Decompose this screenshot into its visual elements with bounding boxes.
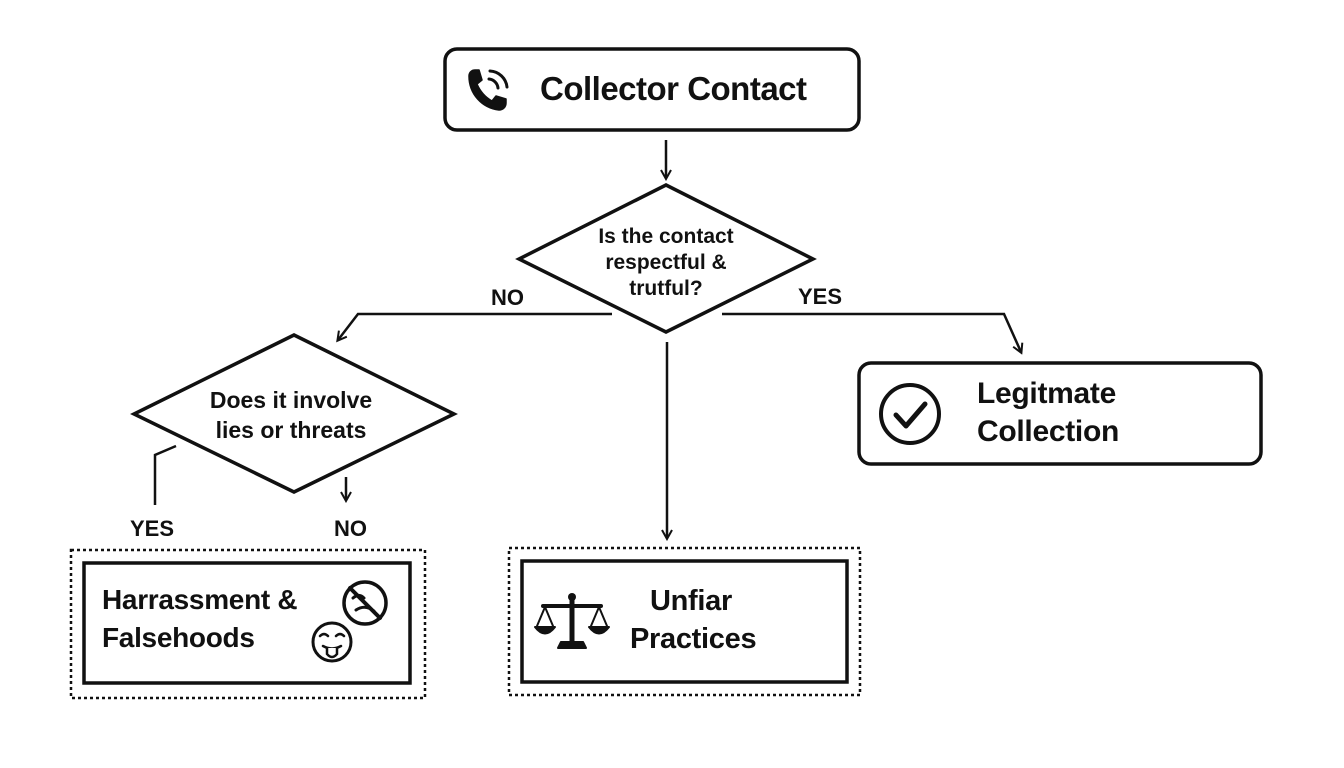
start-node-box: [443, 47, 861, 132]
unfair-node-box: [507, 546, 862, 697]
main-decision-question: Is the contact respectful & trutful?: [566, 224, 766, 302]
sub-question-line-1: Does it involve: [209, 387, 373, 413]
main-decision-diamond: [515, 183, 817, 334]
sub-question-line-2: lies or threats: [215, 417, 367, 443]
scales-of-justice-icon: [534, 593, 610, 649]
harassment-line-2: Falsehoods: [102, 622, 255, 653]
edge-main-yes: [722, 312, 1021, 352]
start-node-title: Collector Contact: [540, 70, 807, 107]
checkmark-circle-icon: [879, 383, 941, 445]
main-no-label: NO: [491, 285, 524, 310]
unfair-line-1: Unfiar: [650, 585, 732, 617]
sub-decision-diamond: [130, 333, 458, 494]
sub-no-label: NO: [334, 516, 367, 541]
legitimate-node-box: [857, 361, 1263, 466]
legitimate-node-label: Legitmate Collection: [977, 375, 1119, 451]
sub-decision-question: Does it involve lies or threats: [180, 385, 402, 445]
unfair-node-label: Unfiar Practices: [630, 582, 757, 658]
main-yes-label: YES: [798, 284, 843, 309]
tongue-out-face-icon: [311, 621, 353, 663]
harassment-node-label: Harrassment & Falsehoods: [102, 581, 298, 657]
sub-yes-label: YES: [130, 516, 175, 541]
main-question-line-1: Is the contact: [598, 225, 734, 248]
main-question-line-3: trutful?: [629, 277, 703, 300]
main-question-line-2: respectful &: [605, 251, 727, 274]
edge-main-no: [338, 312, 612, 340]
edge-sub-yes: [153, 444, 177, 505]
no-talking-icon: [342, 580, 388, 626]
phone-icon: [468, 69, 509, 111]
harassment-line-1: Harrassment &: [102, 584, 298, 615]
legitimate-line-1: Legitmate: [977, 377, 1116, 410]
legitimate-line-2: Collection: [977, 415, 1120, 448]
unfair-line-2: Practices: [630, 623, 757, 655]
